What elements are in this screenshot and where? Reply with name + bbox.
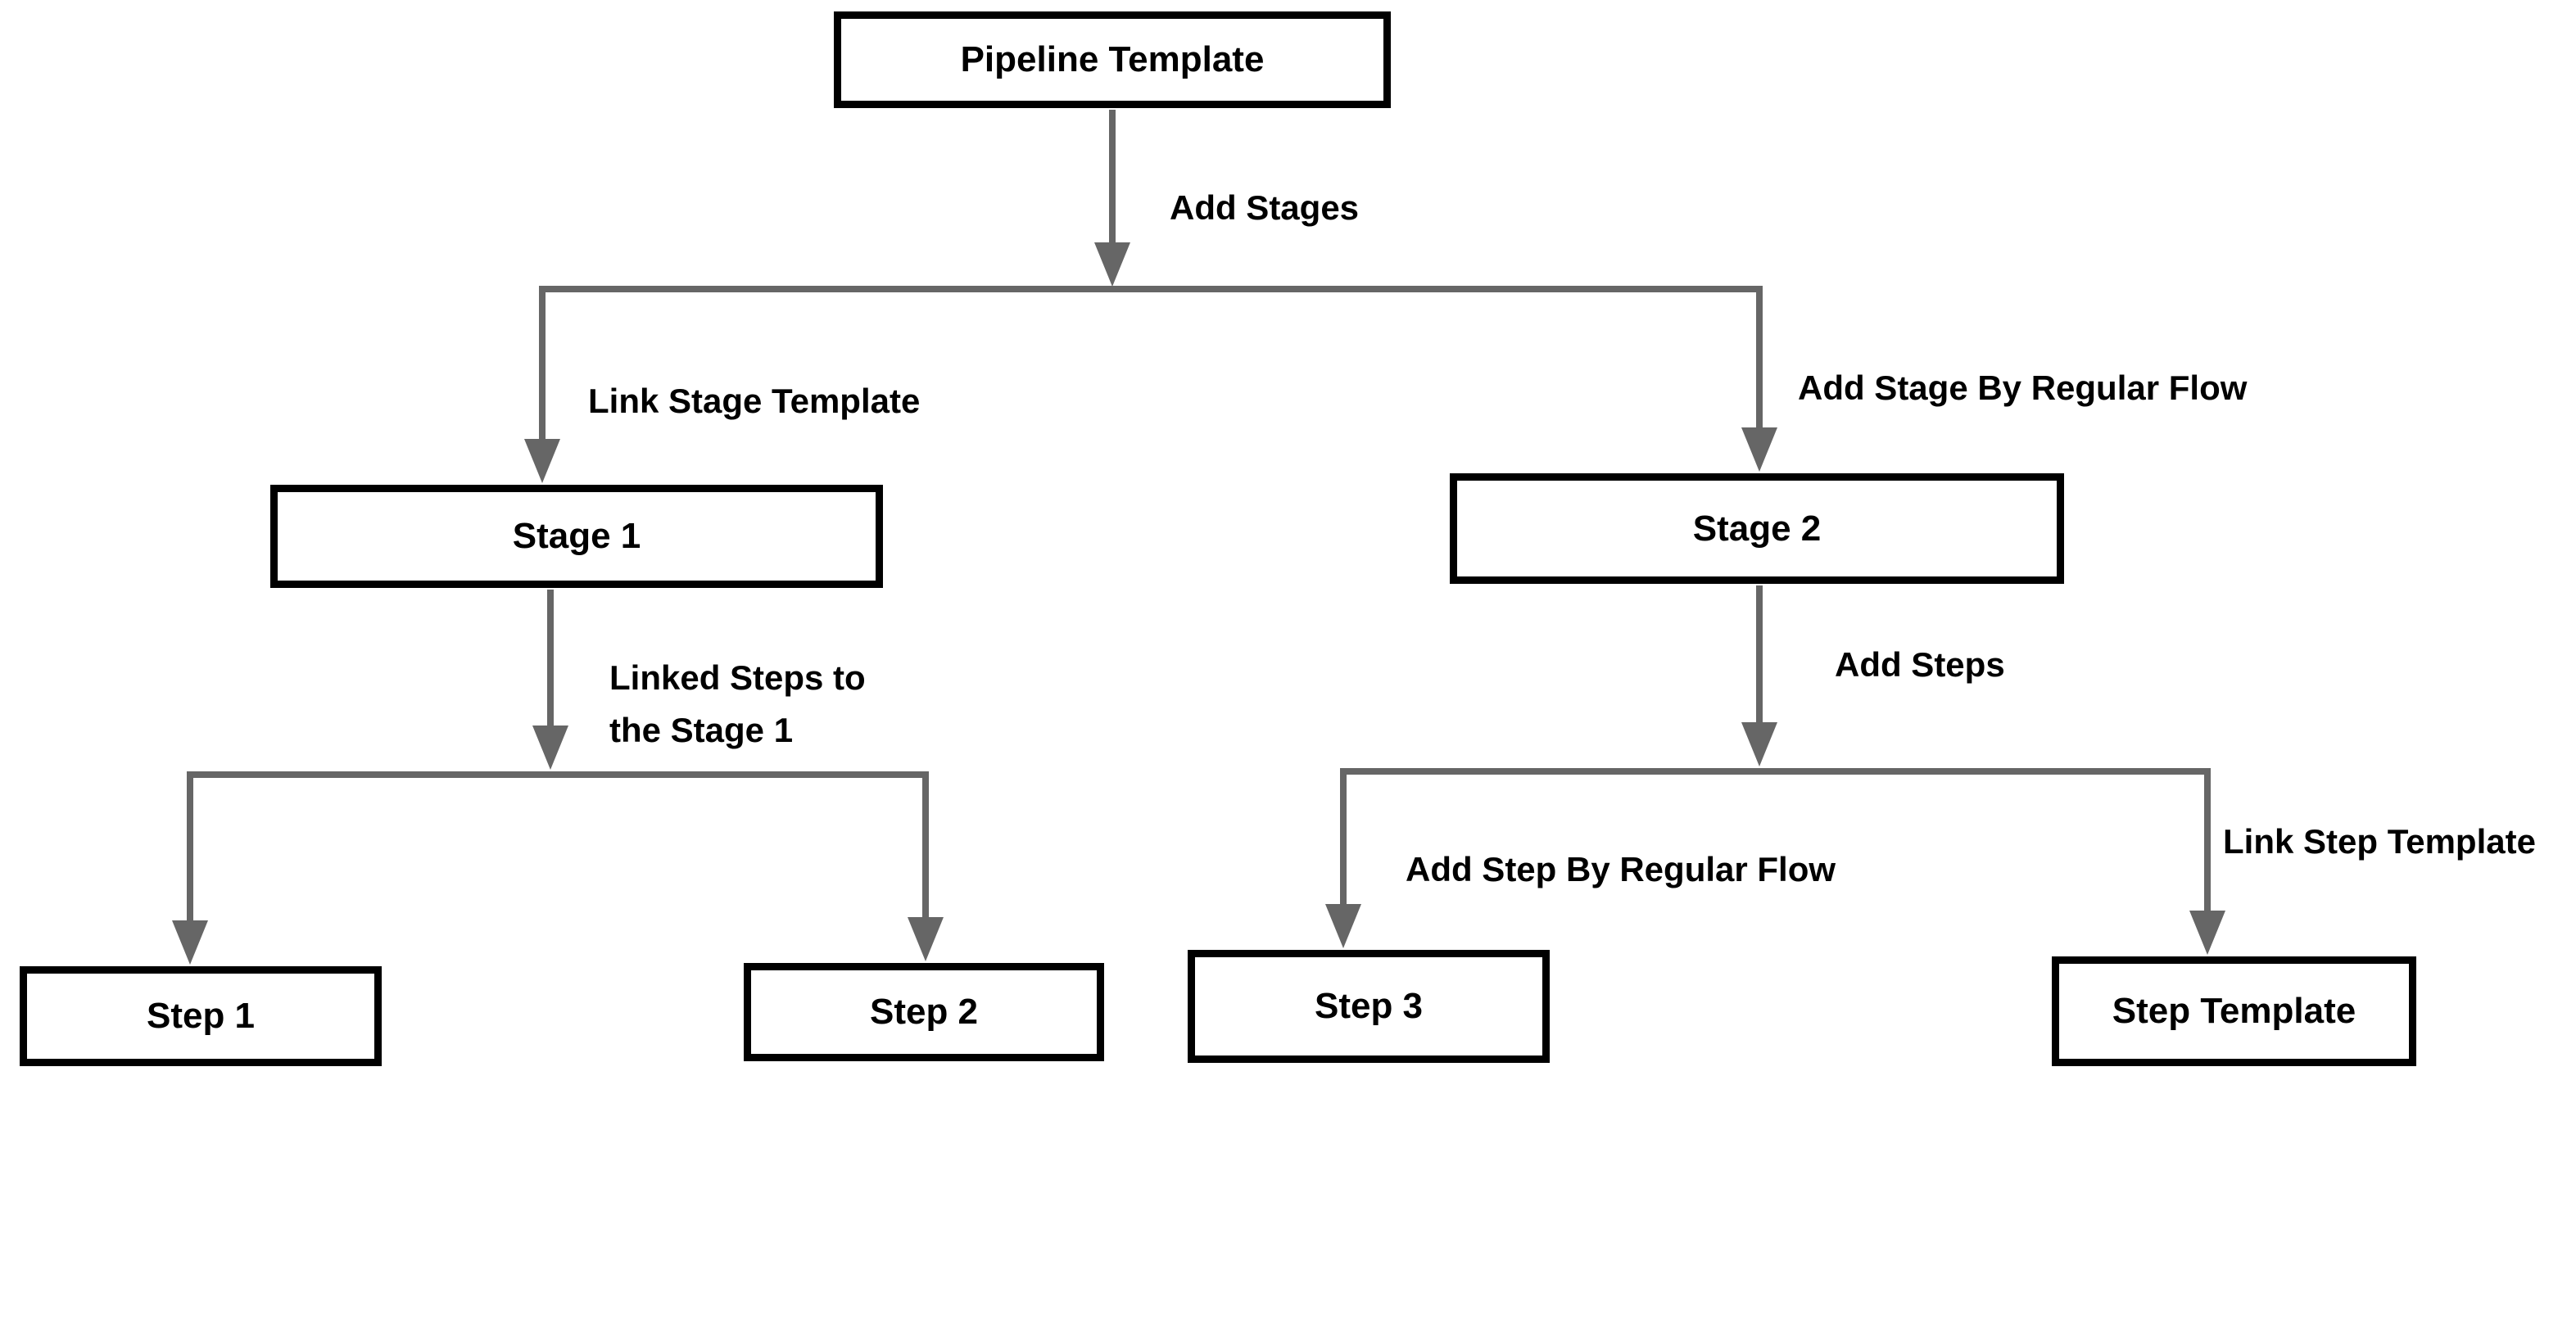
edge-label-link-stage-template: Link Stage Template [588,382,921,420]
connector-stage1-to-steps [187,590,929,925]
edge-label-line-1: Linked Steps to [609,658,866,697]
arrowhead-down-icon [1741,427,1777,472]
arrowhead-down-icon [524,439,560,483]
arrowhead-down-icon [172,920,208,965]
node-label: Stage 2 [1692,508,1822,549]
connector-pipeline-arrowheads [524,242,1777,483]
edge-label-add-steps: Add Steps [1835,645,2005,684]
node-step-3: Step 3 [1188,950,1550,1063]
connector-stage2-arrowheads [1325,722,2225,955]
arrowhead-down-icon [2189,911,2225,955]
node-label: Stage 1 [512,516,641,556]
edge-label-link-step-template: Link Step Template [2223,822,2536,861]
edge-label-line-2: the Stage 1 [609,711,794,749]
arrowhead-down-icon [532,726,568,770]
node-step-template: Step Template [2052,956,2416,1066]
arrowhead-down-icon [1741,722,1777,766]
edge-label-add-step-by-regular-flow: Add Step By Regular Flow [1406,850,1836,888]
arrowhead-down-icon [1094,242,1130,287]
node-step-2: Step 2 [744,963,1104,1061]
edge-label-add-stage-by-regular-flow: Add Stage By Regular Flow [1798,368,2248,407]
edge-label-add-stages: Add Stages [1170,188,1360,227]
node-label: Step 3 [1314,986,1424,1026]
node-pipeline-template: Pipeline Template [834,11,1391,108]
node-step-1: Step 1 [20,966,382,1066]
arrowhead-down-icon [1325,904,1361,948]
arrowhead-down-icon [908,917,944,961]
node-stage-2: Stage 2 [1450,473,2064,584]
connector-line [1340,768,2211,912]
node-label: Step Template [2112,991,2356,1031]
connector-stage2-to-steps [1340,585,2211,912]
node-label: Step 2 [869,992,979,1032]
connector-line [187,771,929,925]
connector-line [539,286,1763,444]
node-label: Pipeline Template [960,39,1265,79]
connector-pipeline-to-stages [539,110,1763,444]
node-stage-1: Stage 1 [270,485,883,588]
edge-label-linked-steps-to-stage-1: Linked Steps to the Stage 1 [609,652,866,757]
node-label: Step 1 [146,996,256,1036]
connector-stage1-arrowheads [172,726,944,965]
